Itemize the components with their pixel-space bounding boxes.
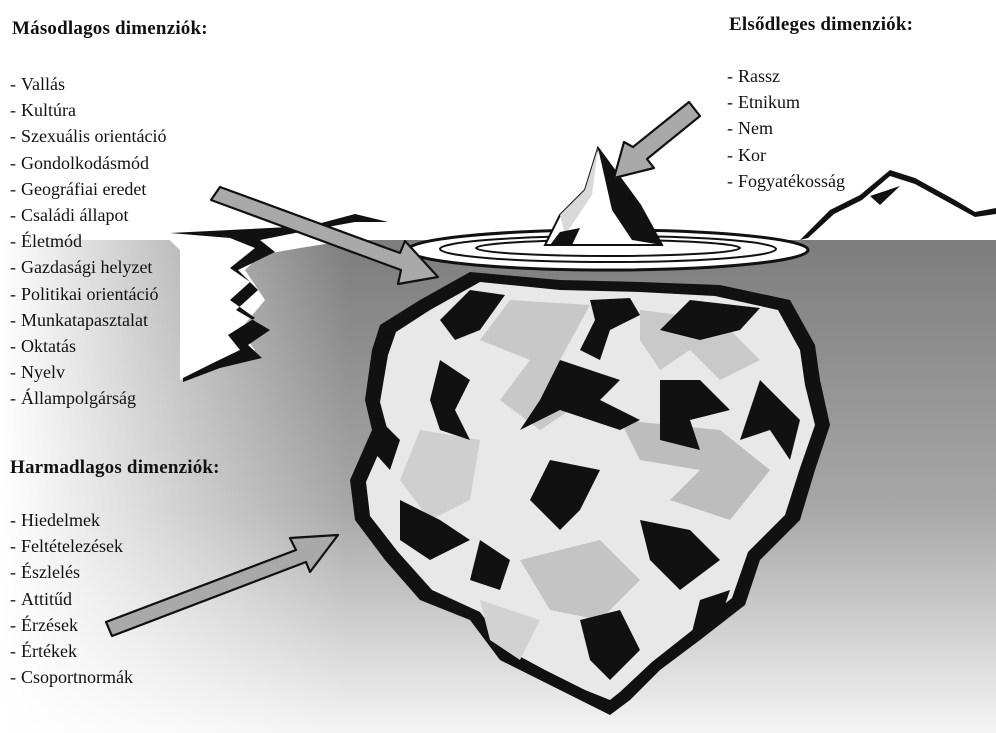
list-item: -Családi állapot — [10, 202, 166, 228]
tertiary-dimensions-list: -Hiedelmek -Feltételezések -Észlelés -At… — [10, 507, 133, 690]
list-item: -Értékek — [10, 638, 133, 664]
list-item: -Gondolkodásmód — [10, 150, 166, 176]
primary-dimensions-list: -Rassz -Etnikum -Nem -Kor -Fogyatékosság — [727, 63, 845, 194]
list-item: -Kultúra — [10, 97, 166, 123]
primary-dimensions-heading: Elsődleges dimenziók: — [729, 14, 913, 36]
tertiary-dimensions-heading: Harmadlagos dimenziók: — [10, 457, 220, 479]
secondary-dimensions-heading: Másodlagos dimenziók: — [12, 18, 208, 40]
list-item: -Rassz — [727, 63, 845, 89]
list-item: -Gazdasági helyzet — [10, 254, 166, 280]
list-item: -Állampolgárság — [10, 385, 166, 411]
list-item: -Fogyatékosság — [727, 168, 845, 194]
list-item: -Vallás — [10, 71, 166, 97]
list-item: -Életmód — [10, 228, 166, 254]
list-item: -Feltételezések — [10, 533, 133, 559]
list-item: -Észlelés — [10, 559, 133, 585]
list-item: -Kor — [727, 142, 845, 168]
list-item: -Hiedelmek — [10, 507, 133, 533]
list-item: -Attitűd — [10, 586, 133, 612]
list-item: -Etnikum — [727, 89, 845, 115]
list-item: -Csoportnormák — [10, 664, 133, 690]
list-item: -Politikai orientáció — [10, 281, 166, 307]
secondary-dimensions-list: -Vallás -Kultúra -Szexuális orientáció -… — [10, 71, 166, 411]
list-item: -Munkatapasztalat — [10, 307, 166, 333]
list-item: -Oktatás — [10, 333, 166, 359]
list-item: -Nyelv — [10, 359, 166, 385]
arrow-primary — [614, 102, 700, 178]
list-item: -Érzések — [10, 612, 133, 638]
list-item: -Nem — [727, 115, 845, 141]
list-item: -Szexuális orientáció — [10, 123, 166, 149]
list-item: -Geográfiai eredet — [10, 176, 166, 202]
